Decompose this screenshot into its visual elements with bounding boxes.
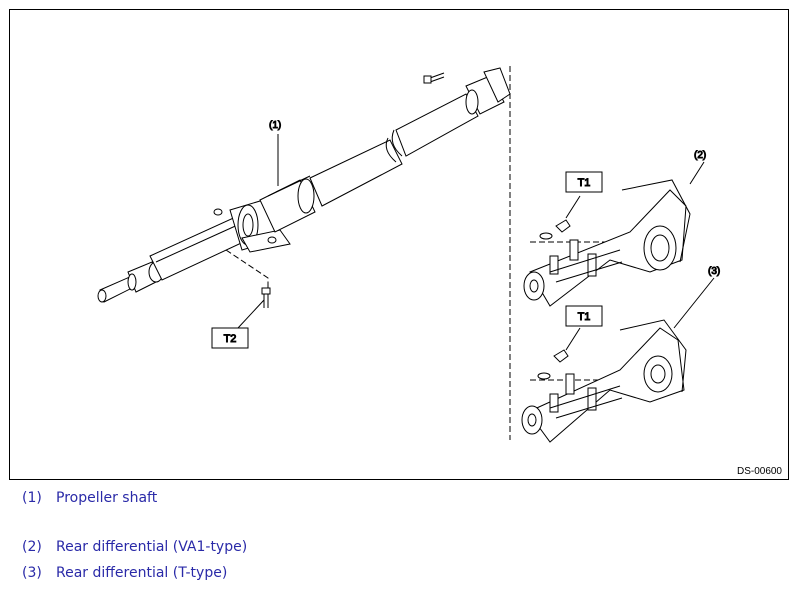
legend-number: (1): [22, 490, 42, 506]
legend-item-rear-differential-t: (3) Rear differential (T-type): [22, 565, 227, 581]
parts-diagram: (1) (2) (3) T1 T1 T2 DS-00600: [9, 9, 789, 480]
callout-2: (2): [694, 150, 706, 161]
legend-text: Propeller shaft: [56, 490, 158, 506]
t2-bolt: [261, 287, 271, 308]
torque-box-t1-lower: T1: [565, 305, 603, 327]
diagram-drawing: (1) (2) (3) T1 T1 T2: [97, 66, 721, 443]
legend-item-rear-differential-va1: (2) Rear differential (VA1-type): [22, 539, 247, 555]
svg-text:T1: T1: [578, 311, 591, 323]
callout-1: (1): [269, 120, 281, 131]
torque-box-t1-upper: T1: [565, 171, 603, 193]
legend-item-propeller-shaft: (1) Propeller shaft: [22, 490, 157, 506]
callout-3: (3): [708, 266, 720, 277]
svg-text:T1: T1: [578, 177, 591, 189]
svg-text:T2: T2: [224, 333, 237, 345]
legend-number: (3): [22, 565, 42, 581]
propeller-shaft: [97, 67, 511, 303]
torque-box-t2: T2: [211, 327, 249, 349]
figure-code: DS-00600: [736, 466, 782, 477]
leader-lines: [237, 134, 715, 351]
legend-text: Rear differential (T-type): [56, 565, 228, 581]
legend-text: Rear differential (VA1-type): [56, 539, 248, 555]
legend-number: (2): [22, 539, 42, 555]
rear-differential-t: [521, 319, 687, 443]
rear-differential-va1: [523, 179, 691, 307]
